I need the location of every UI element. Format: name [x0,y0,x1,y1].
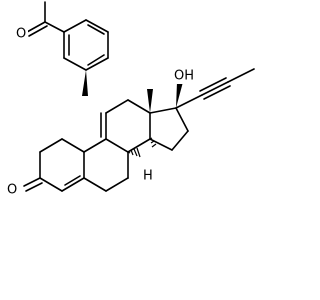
triple-bond-1 [201,81,229,96]
structure-canvas: O [6,1,255,198]
phenyl-bond-1 [63,19,87,33]
hash-6 [150,140,155,144]
propynyl-bond-2 [227,68,255,83]
phenyl-ring [63,19,109,71]
ketone-bond-2 [25,182,43,192]
hash-bond-c14 [149,137,157,148]
wedge-bond-hydroxyl [176,82,183,108]
triple-bond-2 [199,77,227,92]
ring-b-bond-1 [83,138,107,153]
double-bond-c4-c5 [64,175,81,186]
wedge-bond-aryl [82,70,88,96]
hash-1 [127,151,131,154]
bond-carbonyl-double-2 [28,25,48,37]
phenyl-bond-4 [85,57,109,71]
ring-oxygen-label: O [7,183,17,198]
hash-bond-c8 [127,147,141,158]
hash-4 [136,147,141,158]
ring-c-bond-2 [105,99,129,114]
ring-d-bond-4 [149,138,173,151]
ring-a-bond-2 [39,177,63,192]
chemical-structure-diagram: O [6,1,255,198]
hash-7 [151,143,157,148]
hash-3 [133,148,138,157]
phenyl-bond-5 [63,57,87,71]
ring-a-bond-6 [39,138,63,153]
ring-d-bond-3 [171,130,189,151]
ring-b-bond-4 [105,177,129,192]
acetyl-oxygen-label: O [16,27,26,42]
triple-bond-3 [203,85,231,100]
ring-d-bond-1 [149,107,177,114]
bond-carbonyl-double-1 [26,21,46,33]
ring-d-bond-2 [175,107,189,132]
ring-c-bond-3 [127,99,151,114]
ring-a-bond-3 [61,177,85,192]
hash-2 [130,149,134,156]
wedge-bond-methyl [147,89,153,113]
bond-carbonyl-ring [44,21,65,33]
stereo-h-bg [143,168,153,183]
ring-c-bond-5 [127,138,151,153]
ring-a-bond-5 [61,138,85,153]
acetyl-oxygen-bg [15,26,28,41]
phenyl-bond-2 [85,19,109,33]
ketone-bond-1 [23,177,41,187]
hash-5 [149,137,153,140]
acetyl-group [26,1,65,37]
ring-b-bond-2 [105,138,129,153]
phenyl-inner-1 [87,24,105,35]
ring-b-bond-5 [83,177,107,192]
hydroxyl-bg [173,68,195,84]
hydroxyl-label: OH [174,69,194,84]
propynyl-bond-1 [175,94,203,109]
propynyl-group [175,68,255,109]
steroid-skeleton [39,99,189,192]
ring-oxygen-bg [6,182,19,197]
stereo-h-label: H [143,169,153,184]
phenyl-inner-2 [87,54,105,66]
